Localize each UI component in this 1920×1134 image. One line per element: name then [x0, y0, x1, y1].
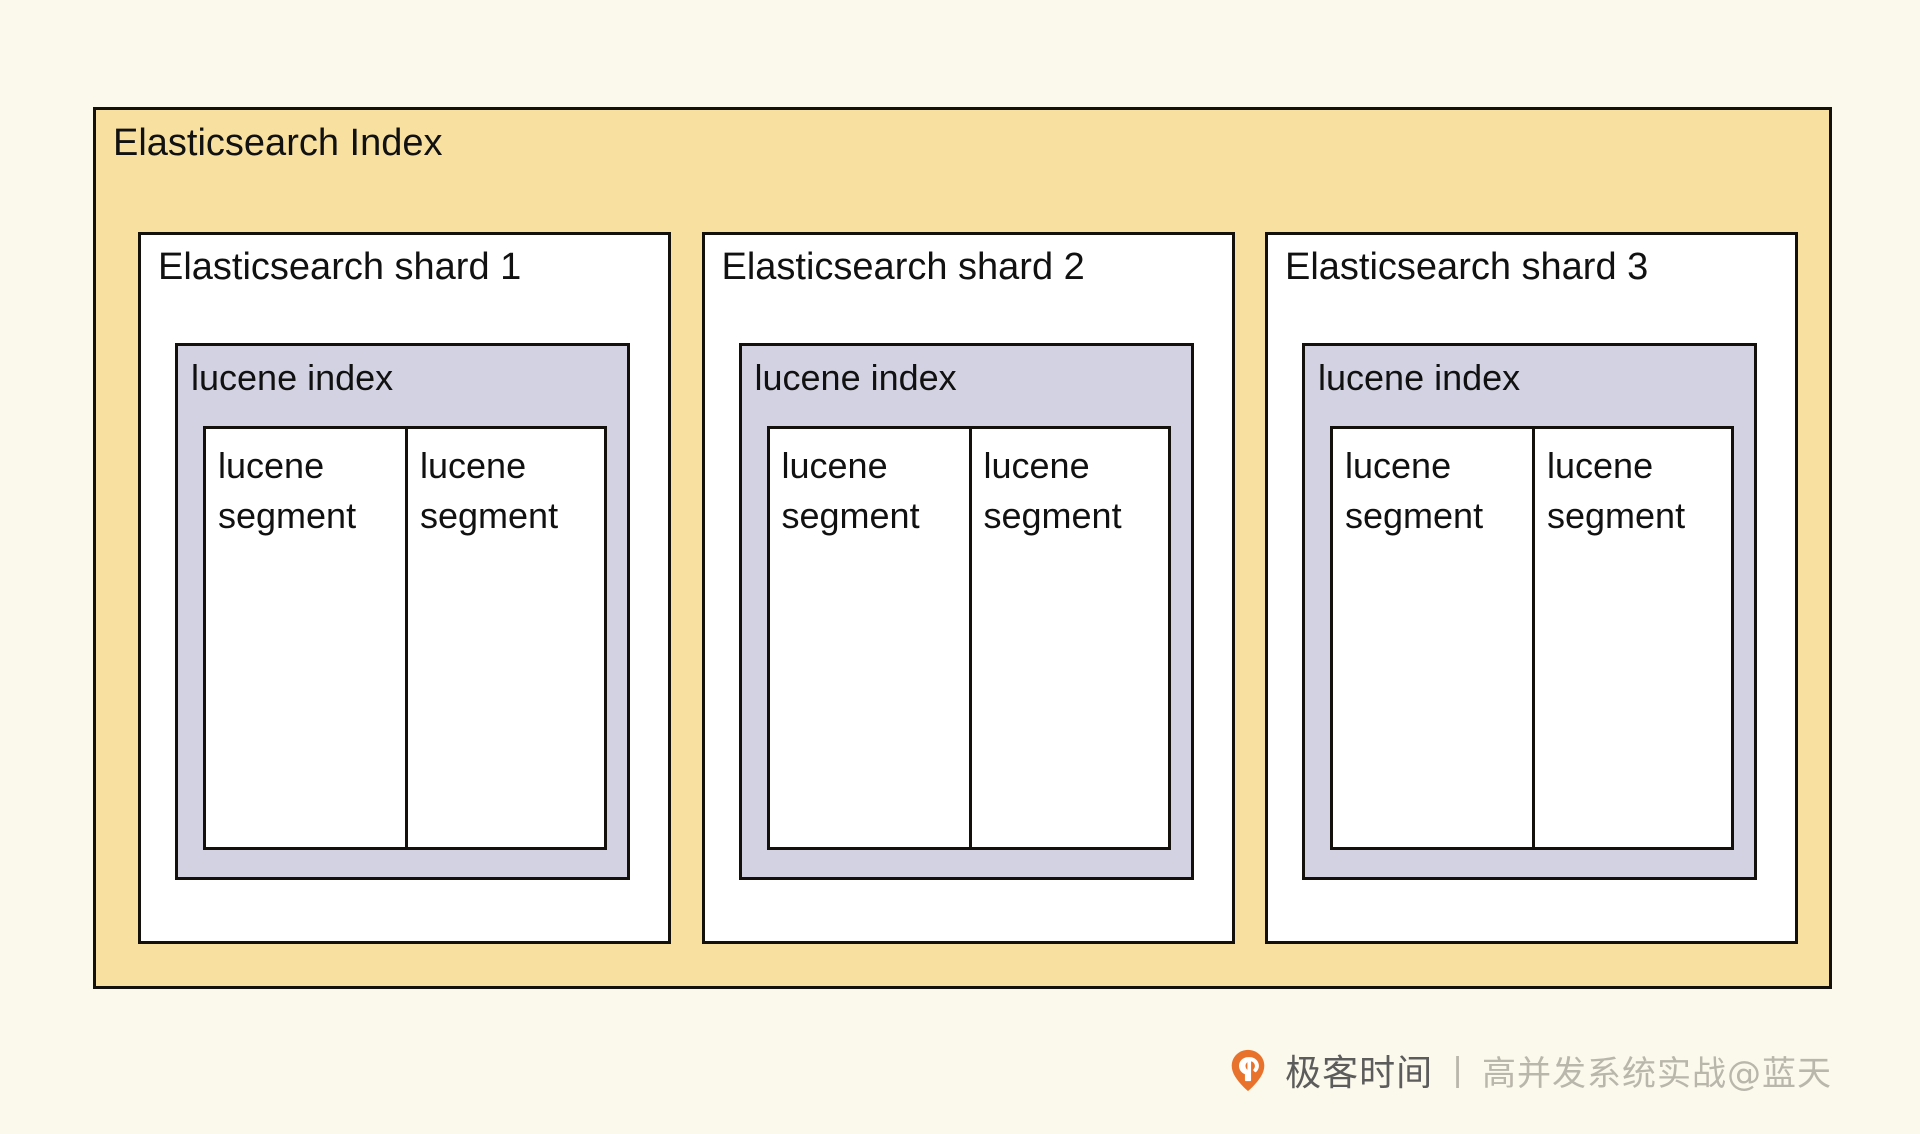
lucene-index-box: lucene index lucene segment lucene segme…: [1302, 343, 1757, 880]
lucene-segment-line1: lucene: [218, 445, 325, 486]
lucene-segment: lucene segment: [769, 429, 969, 847]
elasticsearch-shard-2: Elasticsearch shard 2 lucene index lucen…: [701, 232, 1235, 944]
lucene-segment-line2: segment: [1547, 494, 1686, 536]
lucene-segment-line2: segment: [781, 494, 920, 536]
shard-title: Elasticsearch shard 2: [721, 246, 1085, 288]
shard-title: Elasticsearch shard 3: [1285, 246, 1649, 288]
lucene-index-title: lucene index: [754, 357, 957, 398]
lucene-index-title: lucene index: [1318, 357, 1521, 398]
lucene-segment-line2: segment: [983, 494, 1122, 536]
lucene-segment-line1: lucene: [1345, 445, 1452, 486]
geekbang-logo-icon: [1225, 1047, 1271, 1093]
lucene-segment-line1: lucene: [420, 445, 527, 486]
elasticsearch-shard-3: Elasticsearch shard 3 lucene index lucen…: [1265, 232, 1798, 944]
lucene-segment-line2: segment: [1345, 494, 1484, 536]
watermark-subtitle: 高并发系统实战@蓝天: [1482, 1053, 1832, 1094]
lucene-index-title: lucene index: [191, 357, 394, 398]
lucene-segment-line1: lucene: [781, 445, 888, 486]
lucene-segment-line1: lucene: [983, 445, 1090, 486]
lucene-segments-group: lucene segment lucene segment: [766, 426, 1171, 850]
shard-title: Elasticsearch shard 1: [158, 246, 522, 288]
lucene-segment: lucene segment: [405, 429, 604, 847]
lucene-segment: lucene segment: [968, 429, 1168, 847]
elasticsearch-index-container: Elasticsearch Index Elasticsearch shard …: [93, 107, 1832, 989]
elasticsearch-shard-1: Elasticsearch shard 1 lucene index lucen…: [138, 232, 671, 944]
lucene-segment: lucene segment: [206, 429, 405, 847]
watermark-brand: 极客时间: [1285, 1053, 1434, 1094]
lucene-segment-line2: segment: [420, 494, 559, 536]
watermark-divider: |: [1453, 1050, 1462, 1089]
lucene-index-box: lucene index lucene segment lucene segme…: [738, 343, 1194, 880]
lucene-segments-group: lucene segment lucene segment: [1330, 426, 1734, 850]
lucene-segment: lucene segment: [1333, 429, 1532, 847]
lucene-segment-line2: segment: [218, 494, 357, 536]
elasticsearch-index-title: Elasticsearch Index: [113, 122, 443, 164]
lucene-segment-line1: lucene: [1547, 445, 1654, 486]
lucene-segments-group: lucene segment lucene segment: [203, 426, 607, 850]
shard-row: Elasticsearch shard 1 lucene index lucen…: [138, 232, 1798, 944]
watermark: 极客时间 | 高并发系统实战@蓝天: [1225, 1044, 1832, 1096]
lucene-segment: lucene segment: [1532, 429, 1731, 847]
lucene-index-box: lucene index lucene segment lucene segme…: [175, 343, 630, 880]
